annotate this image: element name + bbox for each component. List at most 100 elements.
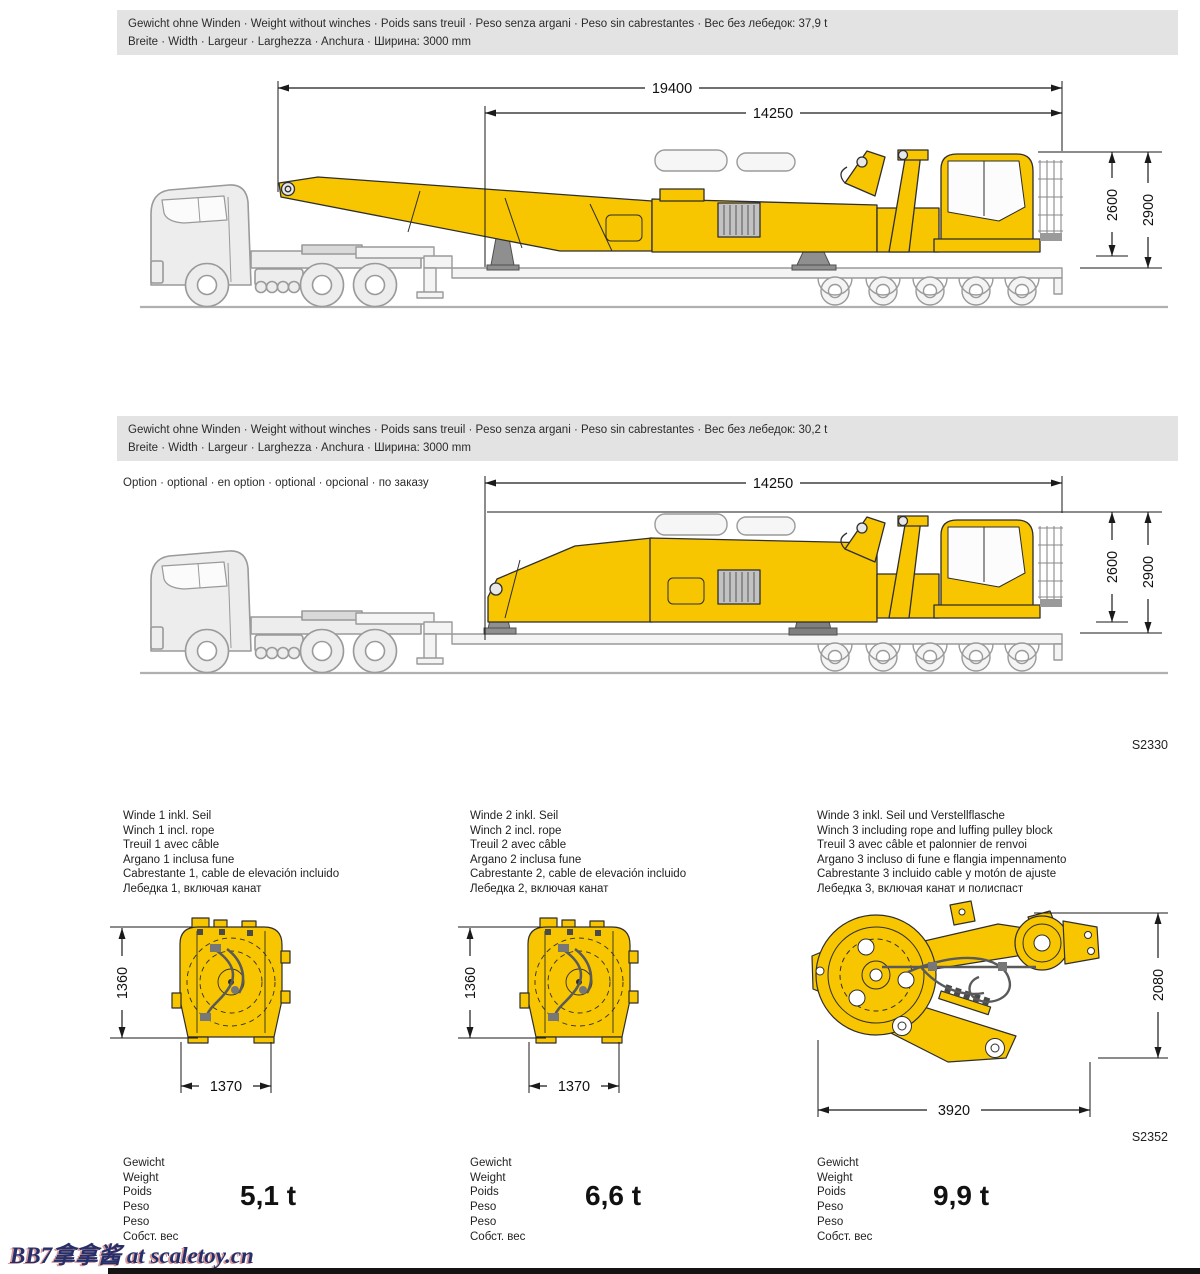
dimension-load-height: 2600 xyxy=(1104,152,1121,256)
right-bracket xyxy=(1062,920,1100,965)
winch3-extension-lines xyxy=(817,912,1168,1117)
transport-diagram-2: 14250 2600 2900 xyxy=(138,475,1170,675)
weight-label: Собст. вес xyxy=(123,1230,179,1243)
transport2-banner: Gewicht ohne Winden · Weight without win… xyxy=(117,416,1178,461)
crane-body xyxy=(649,537,878,623)
transport1-width-line: Breite · Width · Largeur · Larghezza · A… xyxy=(128,36,471,48)
weight-label: Peso xyxy=(470,1201,497,1214)
desc-line: Treuil 1 avec câble xyxy=(123,839,220,852)
dim-label-14250: 14250 xyxy=(753,106,793,122)
boom-tip-sheave xyxy=(280,181,296,197)
weight-label: Peso xyxy=(470,1215,497,1228)
dim-label-3920: 3920 xyxy=(938,1103,970,1119)
winch-drum-detail xyxy=(717,202,761,238)
option-note: Option · optional · en option · optional… xyxy=(123,477,429,489)
page-bottom-rule xyxy=(108,1268,1200,1274)
crane-superstructure xyxy=(487,513,1063,623)
rear-railing xyxy=(1038,160,1063,233)
dim-label-2600: 2600 xyxy=(1105,189,1121,221)
boom-dolly-tank xyxy=(654,149,728,172)
desc-line: Cabrestante 1, cable de elevación inclui… xyxy=(123,868,340,881)
dim-label-14250: 14250 xyxy=(753,476,793,492)
transport2-width-line: Breite · Width · Largeur · Larghezza · A… xyxy=(128,442,471,454)
weight-label: Gewicht xyxy=(817,1157,859,1169)
desc-line: Cabrestante 2, cable de elevación inclui… xyxy=(470,868,687,881)
desc-line: Winde 1 inkl. Seil xyxy=(123,810,212,822)
dimension-transport-height: 2900 xyxy=(1140,512,1157,633)
weight-label: Poids xyxy=(123,1186,152,1199)
weight-label: Weight xyxy=(123,1171,159,1184)
figure-code-s2352: S2352 xyxy=(1131,1130,1168,1144)
dim-label-19400: 19400 xyxy=(652,81,692,97)
winch2-extension-lines xyxy=(458,926,620,1093)
desc-line: Лебедка 2, включая канат xyxy=(470,882,609,895)
dim-label-1370: 1370 xyxy=(210,1079,242,1095)
weight-label: Gewicht xyxy=(123,1157,165,1169)
weight-label: Poids xyxy=(817,1186,846,1199)
winch1-weight-value: 5,1 t xyxy=(240,1180,297,1211)
crane-body xyxy=(651,198,878,253)
desc-line: Лебедка 3, включая канат и полиспаст xyxy=(817,882,1024,895)
boom xyxy=(278,176,653,252)
transport2-weight-line: Gewicht ohne Winden · Weight without win… xyxy=(128,424,828,436)
dimension-load-height: 2600 xyxy=(1104,512,1121,622)
boom-dolly-tank-2 xyxy=(736,152,796,172)
dimension-overall-length: 19400 xyxy=(278,80,1062,97)
desc-line: Лебедка 1, включая канат xyxy=(123,882,262,895)
weight-label: Weight xyxy=(817,1171,853,1184)
desc-line: Winch 1 incl. rope xyxy=(123,824,215,837)
winch1-dim-width: 1370 xyxy=(181,1078,271,1095)
transport-supports xyxy=(486,237,837,271)
dimension-deck-length: 14250 xyxy=(485,475,1062,492)
winch1-weight-labels: Gewicht Weight Poids Peso Peso Собст. ве… xyxy=(123,1156,178,1244)
desc-line: Argano 2 inclusa fune xyxy=(470,853,582,866)
crane-nose xyxy=(487,537,653,623)
dim-label-1360: 1360 xyxy=(463,967,479,999)
winch1-dim-height: 1360 xyxy=(114,928,131,1038)
winch3-weight-labels: Gewicht Weight Poids Peso Peso Собст. ве… xyxy=(817,1156,872,1244)
desc-line: Winde 2 inkl. Seil xyxy=(470,810,559,822)
weight-label: Peso xyxy=(123,1201,150,1214)
dim-label-2600: 2600 xyxy=(1105,551,1121,583)
transport1-banner: Gewicht ohne Winden · Weight without win… xyxy=(117,10,1178,55)
winch3-weight-value: 9,9 t xyxy=(933,1180,990,1211)
winch-diagrams: 1360 1370 1360 1370 xyxy=(110,900,1168,1119)
dim-label-2900: 2900 xyxy=(1141,194,1157,226)
transport1-weight-line: Gewicht ohne Winden · Weight without win… xyxy=(128,18,828,30)
rear-railing xyxy=(1038,526,1063,599)
weight-label: Peso xyxy=(817,1201,844,1214)
crane-superstructure-with-boom xyxy=(278,149,1063,253)
dimension-transport-height: 2900 xyxy=(1140,152,1157,268)
weight-label: Собст. вес xyxy=(470,1230,526,1243)
transport-diagram-1: 19400 14250 2600 2900 xyxy=(138,80,1170,309)
winch2-weight-labels: Gewicht Weight Poids Peso Peso Собст. ве… xyxy=(470,1156,525,1244)
weight-label: Weight xyxy=(470,1171,506,1184)
weight-label: Собст. вес xyxy=(817,1230,873,1243)
weight-label: Peso xyxy=(123,1215,150,1228)
weight-label: Gewicht xyxy=(470,1157,512,1169)
desc-line: Winde 3 inkl. Seil und Verstellflasche xyxy=(817,810,1005,822)
cab-window xyxy=(947,160,1026,222)
winch3-dim-width: 3920 xyxy=(818,1102,1090,1119)
watermark-text: BB7拿拿酱 at scaletoy.cn xyxy=(10,1243,254,1268)
desc-line: Treuil 2 avec câble xyxy=(470,839,567,852)
desc-line: Winch 3 including rope and luffing pulle… xyxy=(817,824,1053,837)
figure-code-s2330: S2330 xyxy=(1131,738,1168,752)
dim-label-2080: 2080 xyxy=(1151,969,1167,1001)
winch3-drawing xyxy=(811,900,1100,1063)
winch2-dim-height: 1360 xyxy=(462,928,479,1038)
winch2-dim-width: 1370 xyxy=(529,1078,619,1095)
weight-label: Peso xyxy=(817,1215,844,1228)
winch2-weight-value: 6,6 t xyxy=(585,1180,642,1211)
desc-line: Argano 1 inclusa fune xyxy=(123,853,235,866)
winch1-description: Winde 1 inkl. Seil Winch 1 incl. rope Tr… xyxy=(123,809,339,897)
winch-drum-detail xyxy=(717,569,761,605)
dim-label-1360: 1360 xyxy=(115,967,131,999)
hydraulic-hoses xyxy=(882,956,1036,1003)
dimension-deck-length: 14250 xyxy=(485,105,1062,122)
weight-label: Poids xyxy=(470,1186,499,1199)
desc-line: Argano 3 incluso di fune e flangia impen… xyxy=(817,853,1067,866)
desc-line: Treuil 3 avec câble et palonnier de renv… xyxy=(817,839,1027,852)
winch3-dim-height: 2080 xyxy=(1150,913,1167,1058)
